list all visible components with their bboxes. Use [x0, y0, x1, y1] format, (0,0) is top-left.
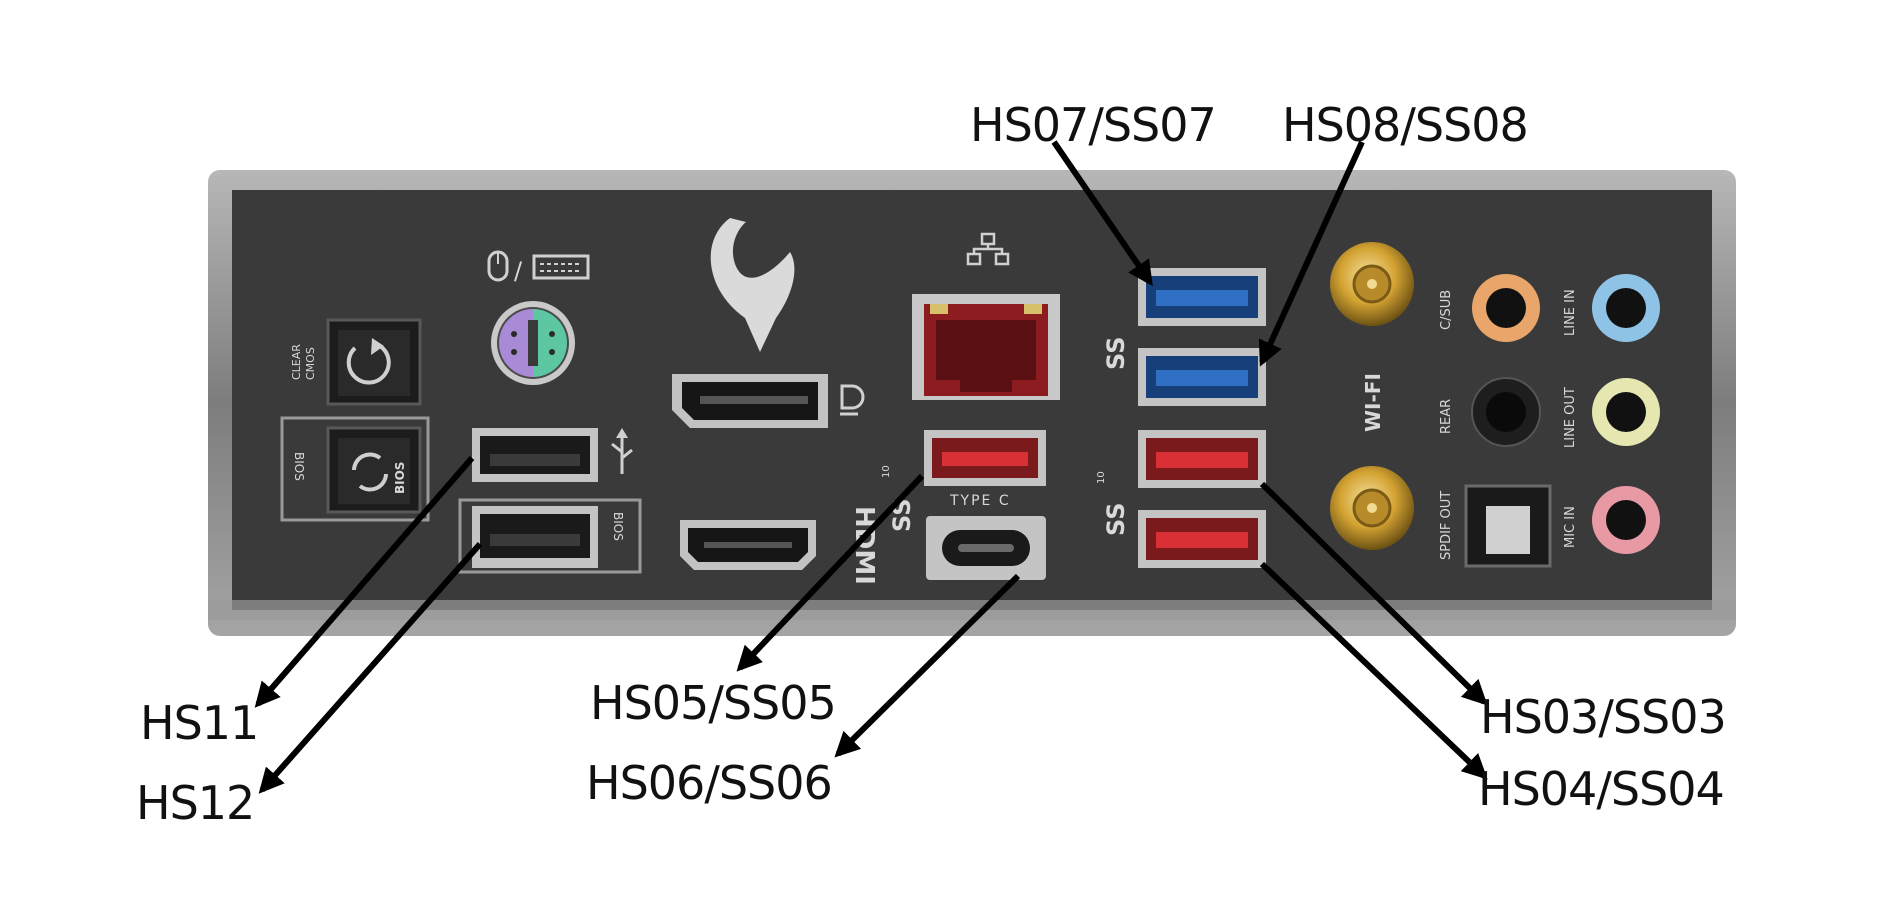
clear-cmos-label-1: CLEAR	[290, 344, 303, 380]
usb-port-hs04[interactable]	[1138, 510, 1266, 568]
type-c-label: TYPE C	[949, 493, 1011, 509]
ss10-label-b: SS	[1102, 503, 1130, 537]
displayport-icon	[840, 384, 865, 416]
arrow-hs05	[736, 473, 925, 672]
clear-cmos-label-2: CMOS	[304, 347, 317, 380]
ss-gen1-label: SS	[1102, 337, 1130, 371]
wifi-label: WI-FI	[1361, 373, 1385, 432]
mouse-icon	[487, 250, 509, 282]
usb-trident-icon	[611, 428, 633, 474]
ps2-combo-port[interactable]	[491, 301, 575, 385]
audio-jack-line-out[interactable]	[1592, 378, 1660, 446]
arrow-hs12	[258, 542, 483, 794]
rog-eye-logo	[710, 218, 795, 352]
network-icon	[966, 232, 1010, 266]
usb-port-hs11[interactable]	[472, 428, 598, 482]
optical-spdif-out[interactable]	[1464, 484, 1552, 568]
gen-10-label-b: 10	[1096, 471, 1107, 484]
usb-type-c-port[interactable]	[926, 516, 1046, 580]
usb-port-hs12[interactable]	[472, 506, 598, 568]
gen-10-label-a: 10	[881, 465, 892, 478]
wifi-antenna-1[interactable]	[1330, 242, 1414, 326]
reset-icon	[346, 344, 391, 385]
usb-port-hs07[interactable]	[1138, 268, 1266, 326]
audio-jack-mic-in[interactable]	[1592, 486, 1660, 554]
usb-port-hs05[interactable]	[924, 430, 1046, 486]
clear-cmos-button[interactable]	[326, 318, 422, 406]
audio-jack-rear[interactable]	[1471, 377, 1541, 447]
usb-port-hs08[interactable]	[1138, 348, 1266, 406]
callout-hs06: HS06/SS06	[586, 756, 833, 810]
arrow-hs04	[1259, 561, 1488, 780]
keyboard-icon	[532, 254, 590, 280]
audio-jack-c-sub[interactable]	[1472, 274, 1540, 342]
callout-hs08: HS08/SS08	[1282, 98, 1529, 152]
lan-port[interactable]	[912, 294, 1060, 400]
displayport-port[interactable]	[672, 374, 828, 428]
callout-hs11: HS11	[140, 696, 259, 750]
bios-flashback-button[interactable]: BIOS	[326, 426, 422, 514]
c-sub-label: C/SUB	[1439, 290, 1454, 330]
mic-in-label: MIC IN	[1563, 506, 1578, 548]
bios-flashback-icon	[352, 452, 388, 492]
arrow-hs11	[254, 456, 475, 708]
callout-hs12: HS12	[136, 776, 255, 830]
callout-hs05: HS05/SS05	[590, 676, 837, 730]
callout-hs04: HS04/SS04	[1478, 762, 1725, 816]
arrow-hs06	[834, 573, 1021, 758]
hdmi-port[interactable]	[680, 520, 816, 570]
line-in-label: LINE IN	[1563, 289, 1578, 336]
rear-label: REAR	[1439, 399, 1454, 434]
svg-text:/: /	[514, 257, 523, 285]
arrow-hs07	[1051, 140, 1153, 287]
audio-jack-line-in[interactable]	[1592, 274, 1660, 342]
bios-side-label: BIOS	[292, 452, 306, 481]
arrow-hs08	[1258, 140, 1365, 367]
arrow-hs03	[1259, 481, 1488, 706]
line-out-label: LINE OUT	[1563, 387, 1578, 448]
callout-hs03: HS03/SS03	[1480, 690, 1727, 744]
wifi-antenna-2[interactable]	[1330, 466, 1414, 550]
bios-port-label: BIOS	[611, 512, 625, 541]
callout-hs07: HS07/SS07	[970, 98, 1217, 152]
bios-button-label: BIOS	[393, 462, 407, 494]
spdif-out-label: SPDIF OUT	[1439, 491, 1454, 560]
usb-port-hs03[interactable]	[1138, 430, 1266, 488]
